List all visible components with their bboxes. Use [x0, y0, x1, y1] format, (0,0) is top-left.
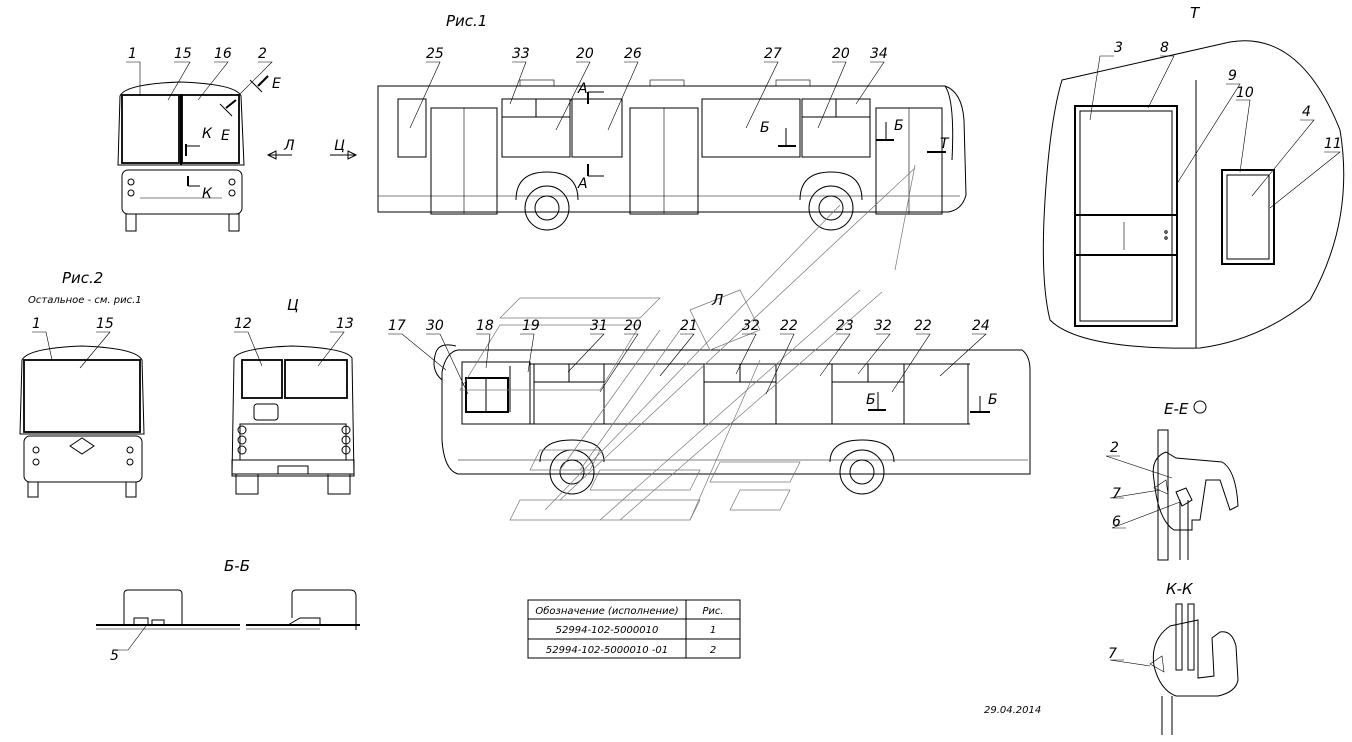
callout-23: 23: [836, 318, 854, 334]
callout-21: 21: [680, 318, 698, 334]
fig2-note: Остальное - см. рис.1: [28, 295, 142, 306]
table-header-fig: Рис.: [702, 606, 723, 617]
schematic-overlay: [459, 164, 916, 521]
titles: Рис.1 Рис.2 Остальное - см. рис.1 Т Ц Л …: [28, 4, 1201, 598]
marker-ts: Ц: [334, 138, 345, 154]
callout-4: 4: [1302, 104, 1311, 120]
section-kk: [1149, 603, 1239, 735]
section-ee: [1152, 400, 1239, 561]
view-t-detail: [1042, 40, 1345, 349]
callout-20-a: 20: [576, 46, 594, 62]
callout-33: 33: [512, 46, 530, 62]
callout-17: 17: [388, 318, 406, 334]
callout-11: 11: [1324, 136, 1342, 152]
callout-20-c: 20: [624, 318, 642, 334]
section-ee-title: Е-Е: [1164, 400, 1189, 418]
callout-34: 34: [870, 46, 888, 62]
callout-8: 8: [1160, 40, 1169, 56]
callout-2-a: 2: [258, 46, 267, 62]
callout-22-b: 22: [914, 318, 932, 334]
rear-view-ts: [231, 345, 355, 495]
callout-32-a: 32: [742, 318, 760, 334]
fig2-front-view: [19, 345, 145, 498]
callout-9: 9: [1228, 68, 1237, 84]
callout-5: 5: [110, 648, 119, 664]
callout-7-a: 7: [1112, 486, 1121, 502]
callout-30: 30: [426, 318, 444, 334]
callout-3: 3: [1114, 40, 1123, 56]
fig1-side-view: [377, 79, 967, 231]
view-l-title: Л: [711, 291, 723, 309]
marker-t: Т: [940, 136, 950, 152]
table-cell-r2-c2: 2: [710, 645, 716, 656]
table-cell-r1-c1: 52994-102-5000010: [556, 625, 659, 636]
view-t-title: Т: [1190, 4, 1201, 22]
callout-10: 10: [1236, 85, 1254, 101]
callout-26: 26: [624, 46, 642, 62]
callout-22-a: 22: [780, 318, 798, 334]
marker-a-2: А: [577, 176, 588, 192]
designation-table: Обозначение (исполнение) Рис. 52994-102-…: [527, 599, 741, 659]
fig2-title: Рис.2: [62, 269, 103, 287]
table-cell-r2-c1: 52994-102-5000010 -01: [546, 645, 668, 656]
callout-12: 12: [234, 316, 252, 332]
callout-6: 6: [1112, 514, 1121, 530]
marker-a-1: А: [577, 81, 588, 97]
marker-k-1: К: [202, 126, 213, 142]
callout-2-b: 2: [1110, 440, 1119, 456]
callout-24: 24: [972, 318, 990, 334]
marker-e-2: Е: [221, 128, 230, 144]
callout-25: 25: [426, 46, 444, 62]
marker-k-2: К: [202, 186, 213, 202]
fig1-title: Рис.1: [446, 12, 487, 30]
section-markers: Е Е К К Л Ц А А Б Б Т Б Б: [185, 75, 998, 408]
marker-b-2: Б: [894, 118, 904, 134]
callout-16: 16: [214, 46, 232, 62]
leader-lines: [32, 55, 1341, 667]
callout-27: 27: [764, 46, 782, 62]
marker-e-1: Е: [272, 76, 281, 92]
callout-15-a: 15: [174, 46, 192, 62]
callout-20-b: 20: [832, 46, 850, 62]
callout-19: 19: [522, 318, 540, 334]
section-kk-title: К-К: [1166, 580, 1194, 598]
callout-1-b: 1: [32, 316, 41, 332]
marker-b-4: Б: [988, 392, 998, 408]
callout-15-b: 15: [96, 316, 114, 332]
section-bb-title: Б-Б: [224, 557, 250, 575]
fig1-front-view: [117, 81, 245, 232]
table-cell-r1-c2: 1: [710, 625, 716, 636]
callout-13: 13: [336, 316, 354, 332]
section-bb: [96, 589, 360, 630]
callout-7-b: 7: [1108, 646, 1117, 662]
callout-32-b: 32: [874, 318, 892, 334]
view-ts-title: Ц: [287, 296, 299, 314]
callout-numbers: 1 15 16 2 25 33 20 26 27 20 34 3 8 9 10 …: [32, 40, 1342, 664]
drawing-date: 29.04.2014: [984, 705, 1041, 716]
side-view-l: [433, 344, 1031, 495]
marker-b-1: Б: [760, 120, 770, 136]
marker-b-3: Б: [866, 392, 876, 408]
table-header-designation: Обозначение (исполнение): [535, 605, 678, 617]
callout-1-a: 1: [128, 46, 137, 62]
callout-18: 18: [476, 318, 494, 334]
marker-l: Л: [283, 138, 295, 154]
callout-31: 31: [590, 318, 608, 334]
